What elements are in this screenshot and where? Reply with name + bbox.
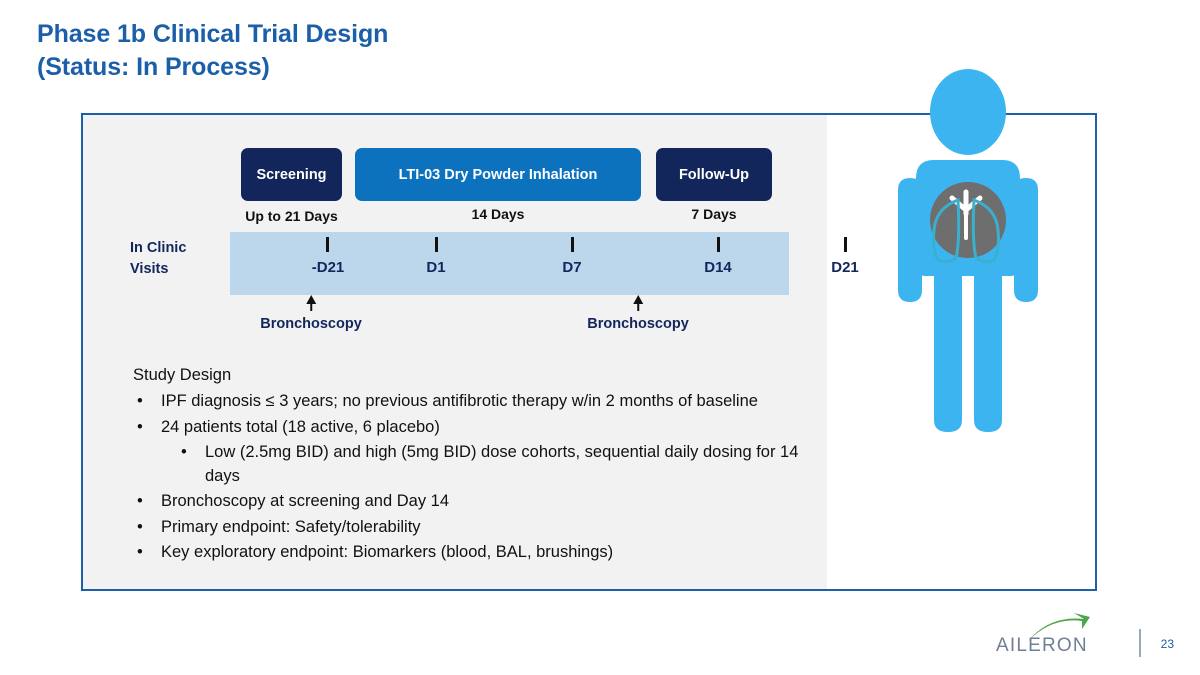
bronchoscopy-marker-1: Bronchoscopy [260, 295, 362, 332]
study-design-block: Study Design • IPF diagnosis ≤ 3 years; … [133, 363, 833, 565]
arrow-up-icon [305, 295, 316, 304]
timeline-tick [435, 237, 438, 252]
phase-box-followup[interactable]: Follow-Up [656, 148, 772, 201]
bullet-icon: • [137, 417, 143, 436]
svg-text:AILERON: AILERON [996, 635, 1088, 655]
day-label-d14: D14 [704, 259, 732, 276]
page-title: Phase 1b Clinical Trial Design (Status: … [37, 20, 389, 82]
study-design-bullet: • Key exploratory endpoint: Biomarkers (… [133, 540, 833, 564]
page-number: 23 [1160, 637, 1174, 651]
day-label-d-21: -D21 [311, 259, 345, 276]
bronchoscopy-label-2: Bronchoscopy [587, 316, 689, 332]
phase-duration-treatment: 14 Days [471, 206, 525, 222]
phase-box-screening[interactable]: Screening [241, 148, 342, 201]
phase-label-followup: Follow-Up [678, 166, 750, 183]
study-design-bullet-text: IPF diagnosis ≤ 3 years; no previous ant… [161, 392, 758, 411]
footer-divider [1139, 629, 1141, 657]
study-design-bullet: • Bronchoscopy at screening and Day 14 [133, 489, 833, 513]
study-design-sub-bullet: • Low (2.5mg BID) and high (5mg BID) dos… [133, 440, 833, 489]
bronchoscopy-marker-2: Bronchoscopy [587, 295, 689, 332]
timeline-tick [844, 237, 847, 252]
phase-duration-screening: Up to 21 Days [245, 208, 338, 224]
day-label-d21: D21 [831, 259, 859, 276]
phase-duration-followup: 7 Days [691, 206, 737, 222]
day-label-d1: D1 [426, 259, 446, 276]
study-design-bullet: • IPF diagnosis ≤ 3 years; no previous a… [133, 389, 833, 413]
bullet-icon: • [137, 392, 143, 411]
study-design-bullet-text: Primary endpoint: Safety/tolerability [161, 517, 421, 536]
study-design-bullet-text: Low (2.5mg BID) and high (5mg BID) dose … [205, 442, 799, 485]
bullet-icon: • [181, 442, 187, 461]
timeline-tick [717, 237, 720, 252]
bullet-icon: • [137, 542, 143, 561]
study-design-bullet-text: Key exploratory endpoint: Biomarkers (bl… [161, 542, 614, 561]
phase-label-screening: Screening [256, 166, 327, 183]
study-design-bullet: • 24 patients total (18 active, 6 placeb… [133, 415, 833, 439]
slide-footer: AILERON 23 [0, 605, 1200, 675]
timeline-tick [571, 237, 574, 252]
bullet-icon: • [137, 492, 143, 511]
bronchoscopy-label-1: Bronchoscopy [260, 316, 362, 332]
arrow-up-icon [632, 295, 643, 304]
phase-label-treatment: LTI-03 Dry Powder Inhalation [398, 166, 598, 183]
patient-figure [888, 60, 1048, 465]
study-design-heading: Study Design [133, 366, 232, 384]
bullet-icon: • [137, 517, 143, 536]
aileron-logo-mark: AILERON [996, 613, 1090, 655]
study-design-bullet: • Primary endpoint: Safety/tolerability [133, 515, 833, 539]
day-label-d7: D7 [562, 259, 582, 276]
aileron-logo: AILERON [994, 611, 1118, 655]
in-clinic-visits-label: In Clinic Visits [130, 240, 187, 278]
arrow-stem [636, 304, 639, 311]
study-design-bullet-text: 24 patients total (18 active, 6 placebo) [161, 417, 440, 436]
phase-box-treatment[interactable]: LTI-03 Dry Powder Inhalation [355, 148, 641, 201]
timeline-tick [326, 237, 329, 252]
study-design-bullet-text: Bronchoscopy at screening and Day 14 [161, 492, 450, 511]
lungs-icon [930, 182, 1006, 264]
timeline-bar: -D21 D1 D7 D14 D21 [230, 232, 859, 295]
arrow-stem [309, 304, 312, 311]
